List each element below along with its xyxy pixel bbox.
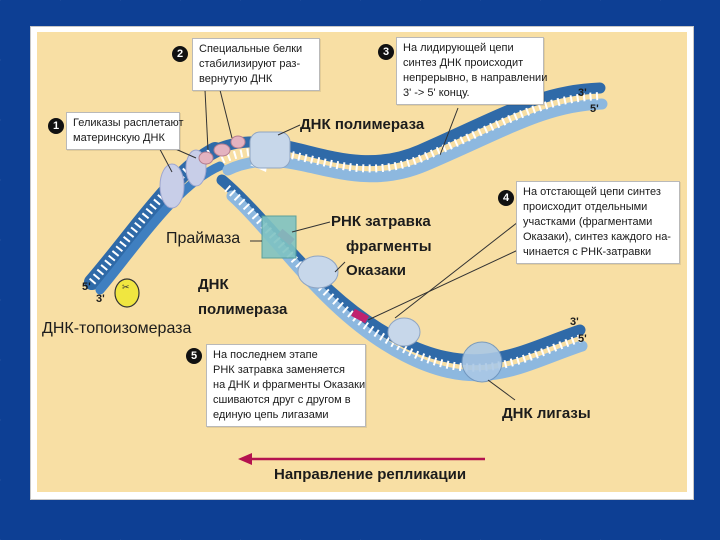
- ssb-protein-1: [213, 143, 231, 157]
- pointer-2b: [219, 89, 233, 139]
- annotation-5-line-4: сшиваются друг с другом в: [213, 394, 351, 406]
- label-direction: Направление репликации: [274, 466, 467, 483]
- helicase-blob-1: [159, 163, 185, 209]
- badge-2: 2: [172, 46, 188, 62]
- badge-3: 3: [378, 44, 394, 60]
- label-primase: Праймаза: [166, 230, 241, 247]
- badge-4: 4: [498, 190, 514, 206]
- annotation-4-line-5: чинается с РНК-затравки: [523, 246, 652, 258]
- pointer-okazaki: [334, 261, 346, 273]
- badge-1: 1: [48, 118, 64, 134]
- annotation-3-line-2: синтез ДНК происходит: [403, 57, 524, 69]
- annotation-2-line-3: вернутую ДНК: [199, 73, 273, 85]
- annotation-5-line-2: РНК затравка заменяется: [213, 364, 346, 376]
- pointer-4b: [367, 249, 519, 321]
- annotation-1-line-2: материнскую ДНК: [73, 132, 165, 144]
- strand-end-mid-right-3: 3': [570, 316, 579, 328]
- svg-text:✂: ✂: [122, 282, 130, 292]
- annotation-4-box: На отстающей цепи синтез происходит отде…: [516, 181, 680, 264]
- annotation-3-line-4: 3' -> 5' концу.: [403, 87, 470, 99]
- leading-rungs: [220, 92, 602, 173]
- label-dna-ligase: ДНК лигазы: [502, 405, 591, 422]
- annotation-5-line-5: единую цепь лигазами: [213, 409, 329, 421]
- rna-primer-2: [351, 308, 369, 324]
- annotation-5-line-3: на ДНК и фрагменты Оказаки: [213, 379, 366, 391]
- polymerase-lagging: [297, 255, 339, 289]
- label-dna-polymerase-left-2: полимераза: [198, 301, 288, 318]
- annotation-2-box: Специальные белки стабилизируют раз- вер…: [192, 38, 320, 91]
- annotation-4-line-1: На отстающей цепи синтез: [523, 186, 661, 198]
- ligase-circle: [461, 341, 503, 383]
- pointer-3: [439, 107, 459, 156]
- pointer-4a: [394, 221, 519, 319]
- strand-end-top-right-5: 5': [590, 103, 599, 115]
- ssb-protein-3: [198, 151, 214, 165]
- annotation-3-line-1: На лидирующей цепи: [403, 42, 514, 54]
- annotation-3-line-3: непрерывно, в направлении: [403, 72, 548, 84]
- annotation-4-line-2: происходит отдельными: [523, 201, 648, 213]
- annotation-4-line-4: Оказаки), синтез каждого на-: [523, 231, 671, 243]
- annotation-1-box: Геликазы расплетают материнскую ДНК: [66, 112, 184, 150]
- okazaki-clamp: [387, 317, 421, 347]
- direction-arrow-head: [238, 453, 252, 465]
- annotation-2-line-2: стабилизируют раз-: [199, 58, 301, 70]
- label-okazaki-line-1: фрагменты: [346, 238, 432, 255]
- strand-end-left-3: 3': [96, 293, 105, 305]
- strand-end-left-5: 5': [82, 281, 91, 293]
- ssb-protein-2: [230, 135, 246, 149]
- pointer-2a: [204, 89, 209, 151]
- annotation-5-box: На последнем этапе РНК затравка заменяет…: [206, 344, 366, 427]
- label-dna-polymerase-top: ДНК полимераза: [300, 116, 425, 133]
- strand-end-mid-right-5: 5': [578, 333, 587, 345]
- annotation-1-line-1: Геликазы расплетают: [73, 117, 184, 129]
- label-okazaki-line-2: Оказаки: [346, 262, 407, 279]
- annotation-5-line-1: На последнем этапе: [213, 349, 318, 361]
- label-topoisomerase: ДНК-топоизомераза: [42, 320, 192, 337]
- pointer-primer: [291, 221, 331, 233]
- pointer-ligase: [487, 379, 516, 401]
- topoisomerase-blob: [114, 278, 140, 308]
- label-dna-polymerase-left-1: ДНК: [198, 276, 229, 293]
- strand-end-top-right-3: 3': [578, 87, 587, 99]
- badge-5: 5: [186, 348, 202, 364]
- polymerase-leading: [249, 131, 291, 169]
- pointer-polymerase-top: [277, 124, 301, 136]
- annotation-4-line-3: участками (фрагментами: [523, 216, 653, 228]
- primase-box: [261, 215, 297, 259]
- annotation-2-line-1: Специальные белки: [199, 43, 303, 55]
- label-rna-primer: РНК затравка: [331, 213, 431, 230]
- annotation-3-box: На лидирующей цепи синтез ДНК происходит…: [396, 37, 548, 105]
